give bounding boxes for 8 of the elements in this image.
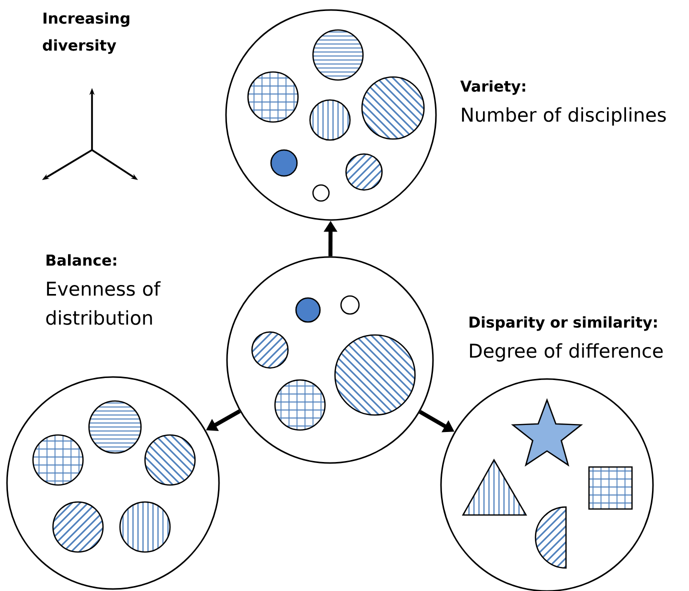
heading: Balance: xyxy=(46,254,116,266)
heading: Disparity or similarity: xyxy=(470,316,657,331)
description: Evenness of distribution xyxy=(46,281,161,325)
heading: Variety: xyxy=(460,80,526,95)
description: Number of disciplines xyxy=(462,107,666,126)
circle xyxy=(226,256,434,464)
description: Degree of difference xyxy=(470,343,663,362)
heading: Increasing diversity xyxy=(42,12,130,54)
